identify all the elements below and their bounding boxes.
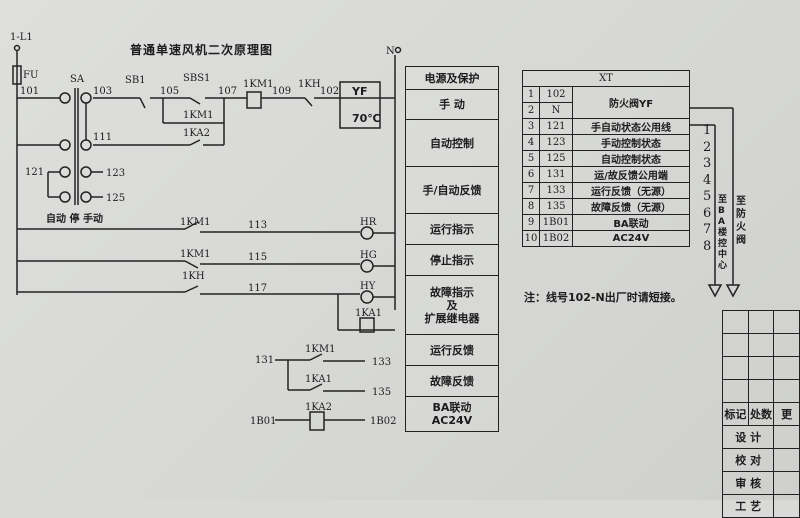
func-fault-indicator: 故障指示 及 扩展继电器 xyxy=(406,276,498,335)
switch-position-labels: 自动 停 手动 xyxy=(46,214,103,225)
svg-text:1-L1: 1-L1 xyxy=(10,32,33,43)
svg-text:1B01: 1B01 xyxy=(250,416,276,427)
svg-text:1KM1: 1KM1 xyxy=(243,79,273,90)
svg-text:1KH: 1KH xyxy=(298,79,321,90)
svg-text:101: 101 xyxy=(20,86,39,97)
svg-text:N: N xyxy=(386,46,395,57)
func-ba-link: BA联动 AC24V xyxy=(406,397,498,431)
svg-text:103: 103 xyxy=(93,86,112,97)
svg-text:HR: HR xyxy=(360,217,377,228)
svg-text:109: 109 xyxy=(272,86,291,97)
func-run-feedback: 运行反馈 xyxy=(406,335,498,366)
svg-text:1KM1: 1KM1 xyxy=(305,344,335,355)
svg-text:123: 123 xyxy=(106,168,125,179)
function-column: 电源及保护 手 动 自动控制 手/自动反馈 运行指示 停止指示 故障指示 及 扩… xyxy=(405,66,499,432)
func-manual: 手 动 xyxy=(406,90,498,120)
svg-text:YF: YF xyxy=(351,85,367,98)
svg-text:1KA1: 1KA1 xyxy=(305,374,332,385)
diagram-title: 普通单速风机二次原理图 xyxy=(130,43,274,57)
wiring-note: 注：线号102-N出厂时请短接。 xyxy=(524,291,682,304)
svg-text:1KM1: 1KM1 xyxy=(180,249,210,260)
svg-text:HG: HG xyxy=(360,250,377,261)
svg-text:135: 135 xyxy=(372,387,391,398)
func-stop-indicator: 停止指示 xyxy=(406,245,498,276)
svg-text:HY: HY xyxy=(360,281,376,292)
svg-text:1KM1: 1KM1 xyxy=(180,217,210,228)
svg-text:SA: SA xyxy=(70,74,85,85)
svg-text:SBS1: SBS1 xyxy=(183,73,210,84)
svg-text:102: 102 xyxy=(320,86,339,97)
svg-text:1KH: 1KH xyxy=(182,271,205,282)
svg-text:133: 133 xyxy=(372,357,391,368)
svg-text:1KM1: 1KM1 xyxy=(183,110,213,121)
svg-text:111: 111 xyxy=(93,132,112,143)
svg-text:SB1: SB1 xyxy=(125,75,146,86)
svg-text:107: 107 xyxy=(218,86,237,97)
svg-text:FU: FU xyxy=(23,70,38,81)
svg-text:1KA1: 1KA1 xyxy=(355,308,382,319)
wiring-lines: 1-L1 FU SA 101 103 SB1 105 SBS1 1KM1 1KA… xyxy=(10,32,741,431)
func-auto: 自动控制 xyxy=(406,120,498,167)
svg-text:117: 117 xyxy=(248,283,267,294)
dest-damper-label: 至防火阀 xyxy=(736,196,746,246)
svg-text:131: 131 xyxy=(255,355,274,366)
svg-text:1KA2: 1KA2 xyxy=(183,128,210,139)
svg-text:1KA2: 1KA2 xyxy=(305,402,332,413)
func-fault-feedback: 故障反馈 xyxy=(406,366,498,397)
svg-text:121: 121 xyxy=(25,167,44,178)
terminal-header: XT xyxy=(522,70,690,87)
svg-text:105: 105 xyxy=(160,86,179,97)
func-power: 电源及保护 xyxy=(406,67,498,90)
svg-text:113: 113 xyxy=(248,220,267,231)
dest-ba-label: 至BA楼控中心 xyxy=(718,195,728,271)
terminal-output-numbers: 1 2 3 4 5 6 7 8 xyxy=(703,123,712,254)
svg-text:1B02: 1B02 xyxy=(370,416,396,427)
func-feedback: 手/自动反馈 xyxy=(406,167,498,214)
svg-text:70℃: 70℃ xyxy=(352,112,381,125)
func-run-indicator: 运行指示 xyxy=(406,214,498,245)
svg-text:115: 115 xyxy=(248,252,267,263)
svg-text:125: 125 xyxy=(106,193,125,204)
title-block: 标记处数更 设 计 校 对 审 核 工 艺 xyxy=(721,310,800,518)
